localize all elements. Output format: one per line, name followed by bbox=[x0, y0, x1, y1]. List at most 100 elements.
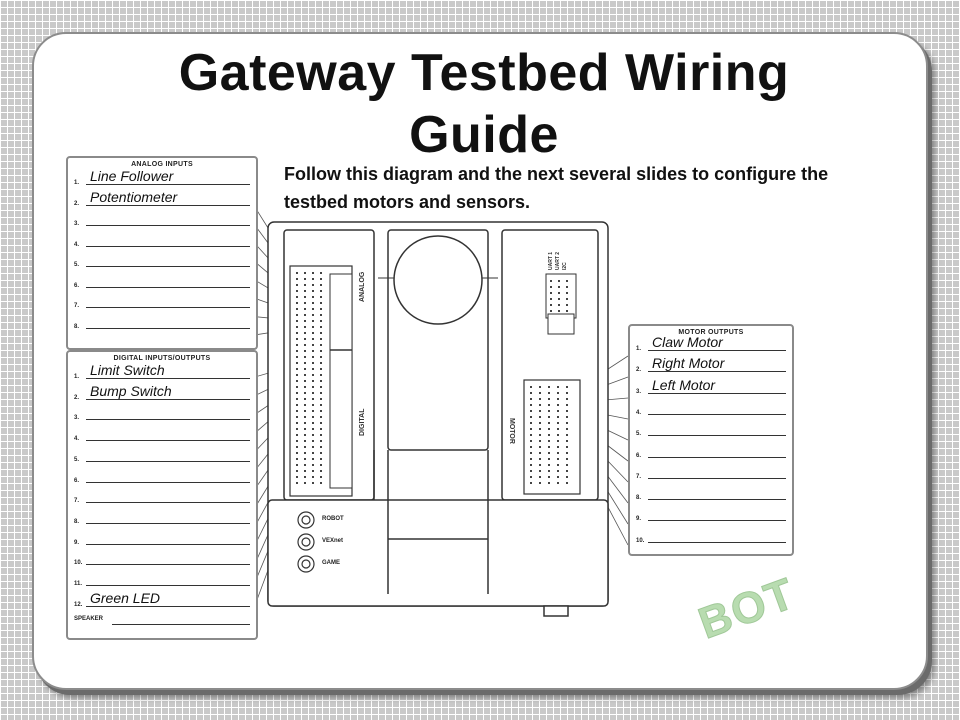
list-item: 6. bbox=[634, 443, 786, 461]
header-pin bbox=[304, 374, 306, 376]
row-number: 4. bbox=[74, 436, 80, 443]
list-item: 1.Claw Motor bbox=[634, 334, 786, 354]
header-pin bbox=[530, 452, 532, 454]
header-pin bbox=[566, 298, 568, 300]
slide-subtitle: Follow this diagram and the next several… bbox=[284, 164, 829, 212]
list-item: 5. bbox=[72, 447, 250, 465]
header-pin bbox=[312, 416, 314, 418]
header-pin bbox=[539, 398, 541, 400]
header-pin bbox=[312, 350, 314, 352]
header-pin bbox=[539, 428, 541, 430]
header-pin bbox=[320, 464, 322, 466]
header-pin bbox=[320, 374, 322, 376]
header-pin bbox=[557, 452, 559, 454]
status-leds bbox=[297, 511, 315, 573]
row-number: 1. bbox=[636, 346, 642, 352]
header-pin bbox=[312, 278, 314, 280]
header-pin bbox=[530, 392, 532, 394]
row-line bbox=[86, 204, 250, 206]
row-number: 5. bbox=[74, 262, 80, 268]
header-pin bbox=[320, 296, 322, 298]
list-item: 6. bbox=[72, 468, 250, 486]
header-pin bbox=[304, 320, 306, 322]
row-number: 11. bbox=[74, 581, 83, 587]
header-pin bbox=[566, 404, 568, 406]
header-pin bbox=[548, 434, 550, 436]
header-pin bbox=[296, 398, 298, 400]
header-pin bbox=[566, 392, 568, 394]
speaker-line bbox=[112, 624, 250, 625]
header-pin bbox=[296, 458, 298, 460]
list-item: 7. bbox=[634, 464, 786, 482]
header-pin bbox=[312, 368, 314, 370]
header-pin bbox=[539, 458, 541, 460]
header-pin bbox=[539, 386, 541, 388]
row-line bbox=[86, 225, 250, 226]
controller-diagram: ANALOG DIGITAL MOTOR UART 1 UART 2 I2C bbox=[247, 195, 629, 625]
list-item: 10. bbox=[634, 528, 786, 546]
header-pin bbox=[557, 392, 559, 394]
header-pin bbox=[304, 314, 306, 316]
header-pin bbox=[312, 380, 314, 382]
row-number: 7. bbox=[74, 303, 80, 309]
header-pin bbox=[566, 304, 568, 306]
header-pin bbox=[304, 302, 306, 304]
row-line bbox=[86, 184, 250, 185]
header-pin bbox=[320, 380, 322, 382]
header-pin bbox=[304, 464, 306, 466]
header-pin bbox=[320, 344, 322, 346]
header-pin bbox=[296, 332, 298, 334]
uart-pins bbox=[550, 280, 568, 312]
header-pin bbox=[296, 320, 298, 322]
header-pin bbox=[550, 280, 552, 282]
header-pin bbox=[312, 344, 314, 346]
row-label: Line Follower bbox=[90, 168, 174, 184]
header-pin bbox=[550, 304, 552, 306]
header-pin bbox=[320, 350, 322, 352]
header-pin bbox=[530, 464, 532, 466]
row-line bbox=[648, 520, 786, 522]
motor-outputs-title: MOTOR OUTPUTS bbox=[678, 329, 744, 336]
header-pin bbox=[320, 410, 322, 412]
header-pin bbox=[312, 422, 314, 424]
uart1-label: UART 1 bbox=[548, 252, 554, 270]
header-pin bbox=[312, 452, 314, 454]
header-pin bbox=[304, 332, 306, 334]
header-pin bbox=[296, 428, 298, 430]
header-pin bbox=[304, 380, 306, 382]
header-pin bbox=[304, 284, 306, 286]
header-pin bbox=[304, 296, 306, 298]
row-line bbox=[648, 371, 786, 373]
header-pin bbox=[320, 452, 322, 454]
header-pin bbox=[539, 470, 541, 472]
header-pin bbox=[296, 452, 298, 454]
analog-label: ANALOG bbox=[359, 271, 366, 302]
row-line bbox=[86, 266, 250, 267]
header-pin bbox=[530, 446, 532, 448]
header-pin bbox=[312, 434, 314, 436]
header-pin bbox=[312, 332, 314, 334]
header-pin bbox=[312, 458, 314, 460]
header-pin bbox=[557, 398, 559, 400]
header-pin bbox=[558, 280, 560, 282]
header-pin bbox=[296, 362, 298, 364]
header-pin bbox=[320, 278, 322, 280]
header-pin bbox=[566, 434, 568, 436]
analog-inputs-title: ANALOG INPUTS bbox=[131, 161, 193, 168]
header-pin bbox=[557, 476, 559, 478]
row-number: 6. bbox=[74, 477, 80, 484]
header-pin bbox=[530, 470, 532, 472]
row-number: 9. bbox=[74, 539, 80, 546]
row-line bbox=[648, 499, 786, 501]
header-pin bbox=[304, 392, 306, 394]
header-pin bbox=[320, 356, 322, 358]
header-pin bbox=[320, 398, 322, 400]
header-pin bbox=[548, 404, 550, 406]
row-number: 8. bbox=[74, 323, 80, 330]
header-pin bbox=[557, 482, 559, 484]
header-pin bbox=[320, 458, 322, 460]
header-pin bbox=[548, 458, 550, 460]
header-pin bbox=[296, 326, 298, 328]
header-pin bbox=[548, 482, 550, 484]
